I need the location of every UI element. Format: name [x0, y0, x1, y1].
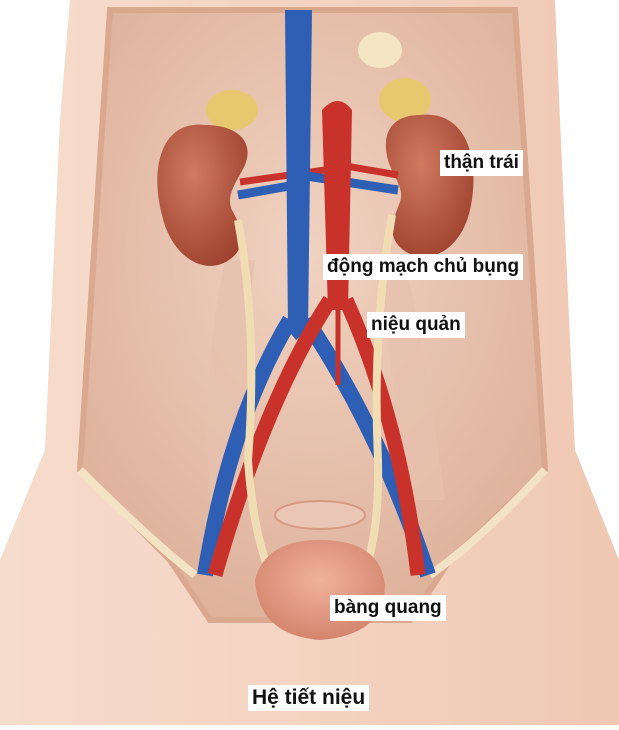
label-abdominal-aorta: động mạch chủ bụng [323, 254, 523, 280]
adrenal-left [206, 90, 258, 130]
diagram-caption: Hệ tiết niệu [248, 685, 369, 711]
label-bladder: bàng quang [330, 595, 446, 621]
adrenal-right-upper [358, 32, 402, 68]
label-left-kidney: thận trái [440, 150, 523, 176]
label-ureter: niệu quản [367, 312, 465, 338]
bladder-top [275, 501, 365, 529]
vena-cava [285, 10, 312, 340]
